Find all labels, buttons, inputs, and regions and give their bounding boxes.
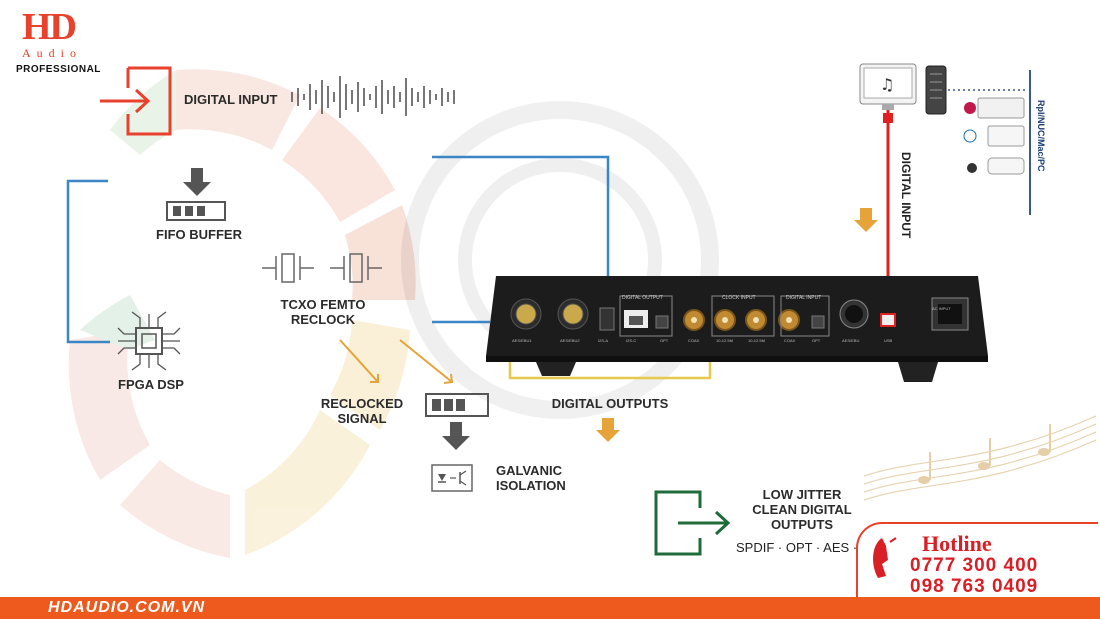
label-low-jitter-line1: LOW JITTER [762, 487, 842, 502]
label-galvanic-line1: GALVANIC [496, 463, 562, 478]
vertical-digital-input-text: DIGITAL INPUT [899, 152, 913, 239]
vertical-digital-input: DIGITAL INPUT [899, 152, 913, 239]
panel-label-digital-output: DIGITAL OUTPUT [622, 295, 663, 301]
hotline-phone-2[interactable]: 098 763 0409 [910, 576, 1039, 597]
fpga-chip-icon [117, 311, 181, 371]
fifo-buffer-icon [166, 168, 226, 221]
port-label-9: OPT [812, 338, 821, 343]
logo-professional: PROFESSIONAL [16, 64, 101, 75]
music-notes-decoration [864, 415, 1096, 501]
source-devices-icon [963, 97, 1025, 175]
port-label-2: I2S-A [598, 338, 609, 343]
digital-input-icon [100, 66, 172, 136]
footer-url[interactable]: HDAUDIO.COM.VN [48, 599, 206, 616]
label-reclocked: RECLOCKED SIGNAL [300, 396, 424, 427]
port-label-6: 10-12.5M [716, 338, 733, 343]
label-reclocked-line1: RECLOCKED [320, 396, 404, 411]
port-label-11: USB [884, 338, 893, 343]
crystal-oscillator-icon [262, 253, 382, 283]
port-label-5: COAX [688, 338, 700, 343]
label-tcxo: TCXO FEMTO RECLOCK [258, 297, 388, 328]
label-fpga-dsp: FPGA DSP [118, 377, 184, 392]
vertical-sources-text: RpI/NUC/Mac/PC [1036, 100, 1046, 172]
reclocked-buffer-icon [425, 393, 489, 450]
footer-bar [0, 597, 1100, 619]
optocoupler-icon [431, 464, 473, 492]
panel-label-clock-input: CLOCK INPUT [722, 295, 756, 301]
label-low-jitter-line2: CLEAN DIGITAL [752, 501, 852, 517]
flow-arrows [596, 208, 878, 442]
port-label-7: 10-12.5M [748, 338, 765, 343]
port-label-3: I2S-C [626, 338, 637, 343]
vertical-sources: RpI/NUC/Mac/PC [1036, 100, 1046, 172]
label-galvanic-line2: ISOLATION [496, 477, 566, 493]
port-label-4: OPT [660, 338, 669, 343]
label-digital-input: DIGITAL INPUT [184, 92, 278, 107]
logo-audio: Audio [22, 46, 82, 60]
hotline-title: Hotline [922, 531, 992, 556]
label-digital-outputs: DIGITAL OUTPUTS [551, 396, 669, 411]
computer-icon: ♫ [859, 63, 947, 115]
label-low-jitter: LOW JITTER CLEAN DIGITAL OUTPUTS [736, 487, 868, 533]
process-ring [68, 69, 416, 558]
label-fifo-buffer: FIFO BUFFER [156, 227, 242, 242]
svg-text:♫: ♫ [880, 75, 894, 94]
label-reclocked-line2: SIGNAL [337, 410, 387, 426]
hotline-box [856, 522, 1098, 602]
port-label-12: AC INPUT [932, 306, 951, 311]
label-formats: SPDIF · OPT · AES · I2S [736, 540, 881, 555]
hotline-phone-1[interactable]: 0777 300 400 [910, 555, 1039, 576]
label-tcxo-line1: TCXO FEMTO [280, 297, 366, 312]
label-low-jitter-line3: OUTPUTS [770, 516, 834, 532]
port-label-10: AES/EBU [842, 338, 860, 343]
phone-icon [873, 537, 897, 578]
logo-hd: HD [22, 6, 77, 48]
port-label-0: AES/EBU1 [512, 338, 532, 343]
waveform [291, 76, 455, 118]
label-tcxo-line2: RECLOCK [290, 311, 356, 327]
port-label-8: COAX [784, 338, 796, 343]
digital-output-icon [654, 490, 731, 556]
port-label-1: AES/EBU2 [560, 338, 580, 343]
label-galvanic: GALVANIC ISOLATION [496, 463, 566, 494]
device-rear-panel [486, 276, 988, 382]
panel-label-digital-input: DIGITAL INPUT [786, 295, 822, 301]
